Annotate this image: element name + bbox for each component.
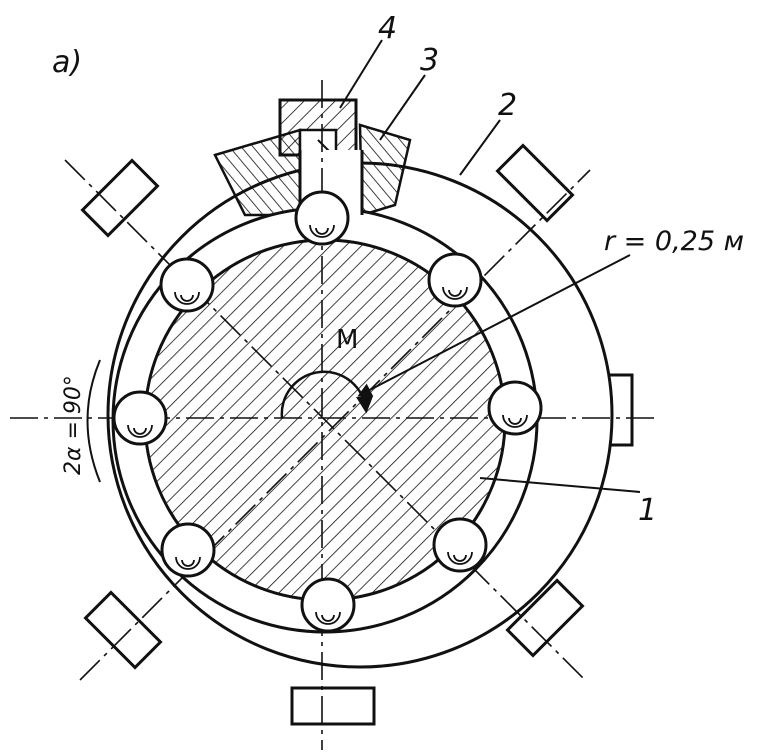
part-label-2: 2 xyxy=(498,88,517,123)
ball-left xyxy=(112,390,168,446)
ball-right xyxy=(487,380,543,436)
ball-top xyxy=(294,190,350,246)
figure-label: a) xyxy=(52,45,82,80)
lug-bottom-right xyxy=(505,578,585,658)
ball-bottom-right xyxy=(432,517,488,573)
radius-annotation: r = 0,25 м xyxy=(604,226,744,257)
lug-top-left xyxy=(80,158,160,238)
moment-label: M xyxy=(336,325,358,355)
lug-bottom-left xyxy=(83,590,163,670)
ball-bottom-left xyxy=(160,522,216,578)
lug-top-right xyxy=(495,143,575,223)
balls xyxy=(112,190,543,633)
part-label-3: 3 xyxy=(420,43,439,78)
lug-bottom xyxy=(290,686,376,726)
ball-top-left xyxy=(159,257,215,313)
angle-arc xyxy=(86,359,101,483)
label-leaders xyxy=(339,39,641,493)
ball-top-right xyxy=(427,252,483,308)
angle-annotation: 2α = 90° xyxy=(61,375,86,475)
part-label-1: 1 xyxy=(638,493,657,528)
part-label-4: 4 xyxy=(378,11,397,46)
ball-bottom xyxy=(300,577,356,633)
radius-leader xyxy=(357,254,631,397)
ball-details xyxy=(127,224,528,625)
